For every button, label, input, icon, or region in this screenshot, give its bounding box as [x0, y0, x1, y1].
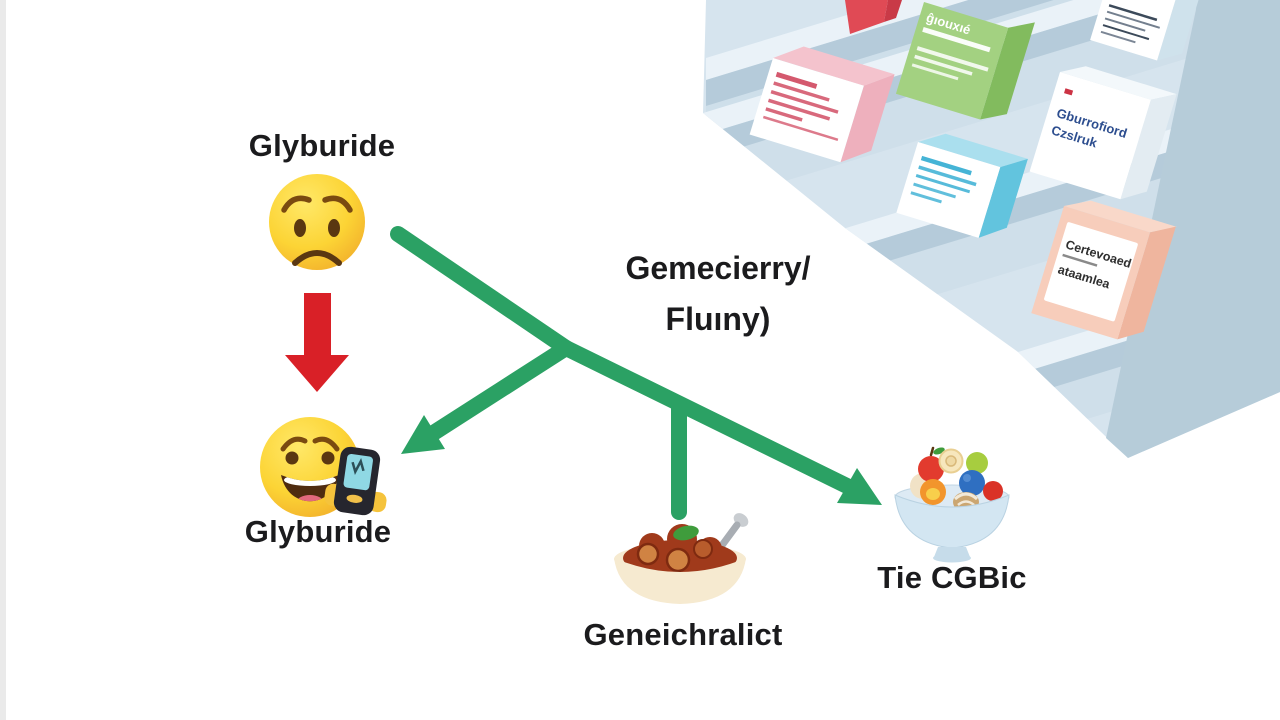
worried-face-emoji: [269, 174, 365, 270]
glucose-meter-icon: [324, 446, 387, 516]
pharmacy-shelf-illustration: ĝıouxıé: [703, 0, 1280, 458]
frown-mouth: [292, 250, 342, 266]
meter-screen: [343, 453, 373, 491]
shelf-board: [706, 0, 1280, 106]
right-eyebrow: [312, 436, 340, 452]
right-eyebrow: [322, 195, 353, 213]
green-arrowhead: [837, 468, 882, 505]
green-arrow-branch: [401, 340, 574, 454]
meter-button: [346, 494, 363, 503]
medicine-box-pink: [749, 46, 895, 163]
bowl-front: [614, 558, 746, 604]
medicine-box-red: [845, 0, 902, 34]
bowl-front: [894, 494, 1010, 549]
chili-bowl-label: Geneichralict: [583, 617, 783, 652]
chili-bowl-emoji: [614, 513, 749, 604]
medicine-box-blue: [896, 133, 1028, 238]
red-down-arrow-icon: [285, 293, 349, 392]
shelf-side-column: [1106, 0, 1280, 458]
center-caption: Gemecierry/ Fluıny): [625, 243, 810, 345]
meatball: [693, 539, 713, 559]
medication-top-label: Glyburide: [248, 128, 396, 163]
apple: [918, 456, 944, 482]
medication-bottom-label: Glyburide: [244, 514, 392, 549]
center-caption-line1: Gemecierry/: [625, 250, 811, 286]
blueberry: [959, 470, 985, 496]
medicine-box-peach: Certevoaed ataamlea: [1031, 200, 1177, 340]
meatball: [636, 542, 660, 566]
meatball: [665, 547, 691, 573]
red-berry: [983, 481, 1003, 501]
green-fruit: [966, 452, 988, 474]
fruit-bowl-emoji: [894, 446, 1010, 563]
fruit-bowl-label: Tie CGBic: [877, 560, 1027, 595]
medicine-box-white-blue: Gburrofiord Czslruk: [1029, 66, 1177, 200]
green-arrowhead: [401, 415, 445, 454]
left-edge-strip: [0, 0, 6, 720]
box-logo-mark: [1064, 88, 1074, 96]
medicine-box-white-top: [1090, 0, 1209, 61]
basil-garnish: [673, 525, 699, 541]
center-caption-line2: Fluıny): [665, 301, 771, 337]
left-eyebrow: [280, 436, 308, 452]
medicine-box-green: ĝıouxıé: [895, 2, 1035, 120]
left-eyebrow: [281, 195, 312, 213]
